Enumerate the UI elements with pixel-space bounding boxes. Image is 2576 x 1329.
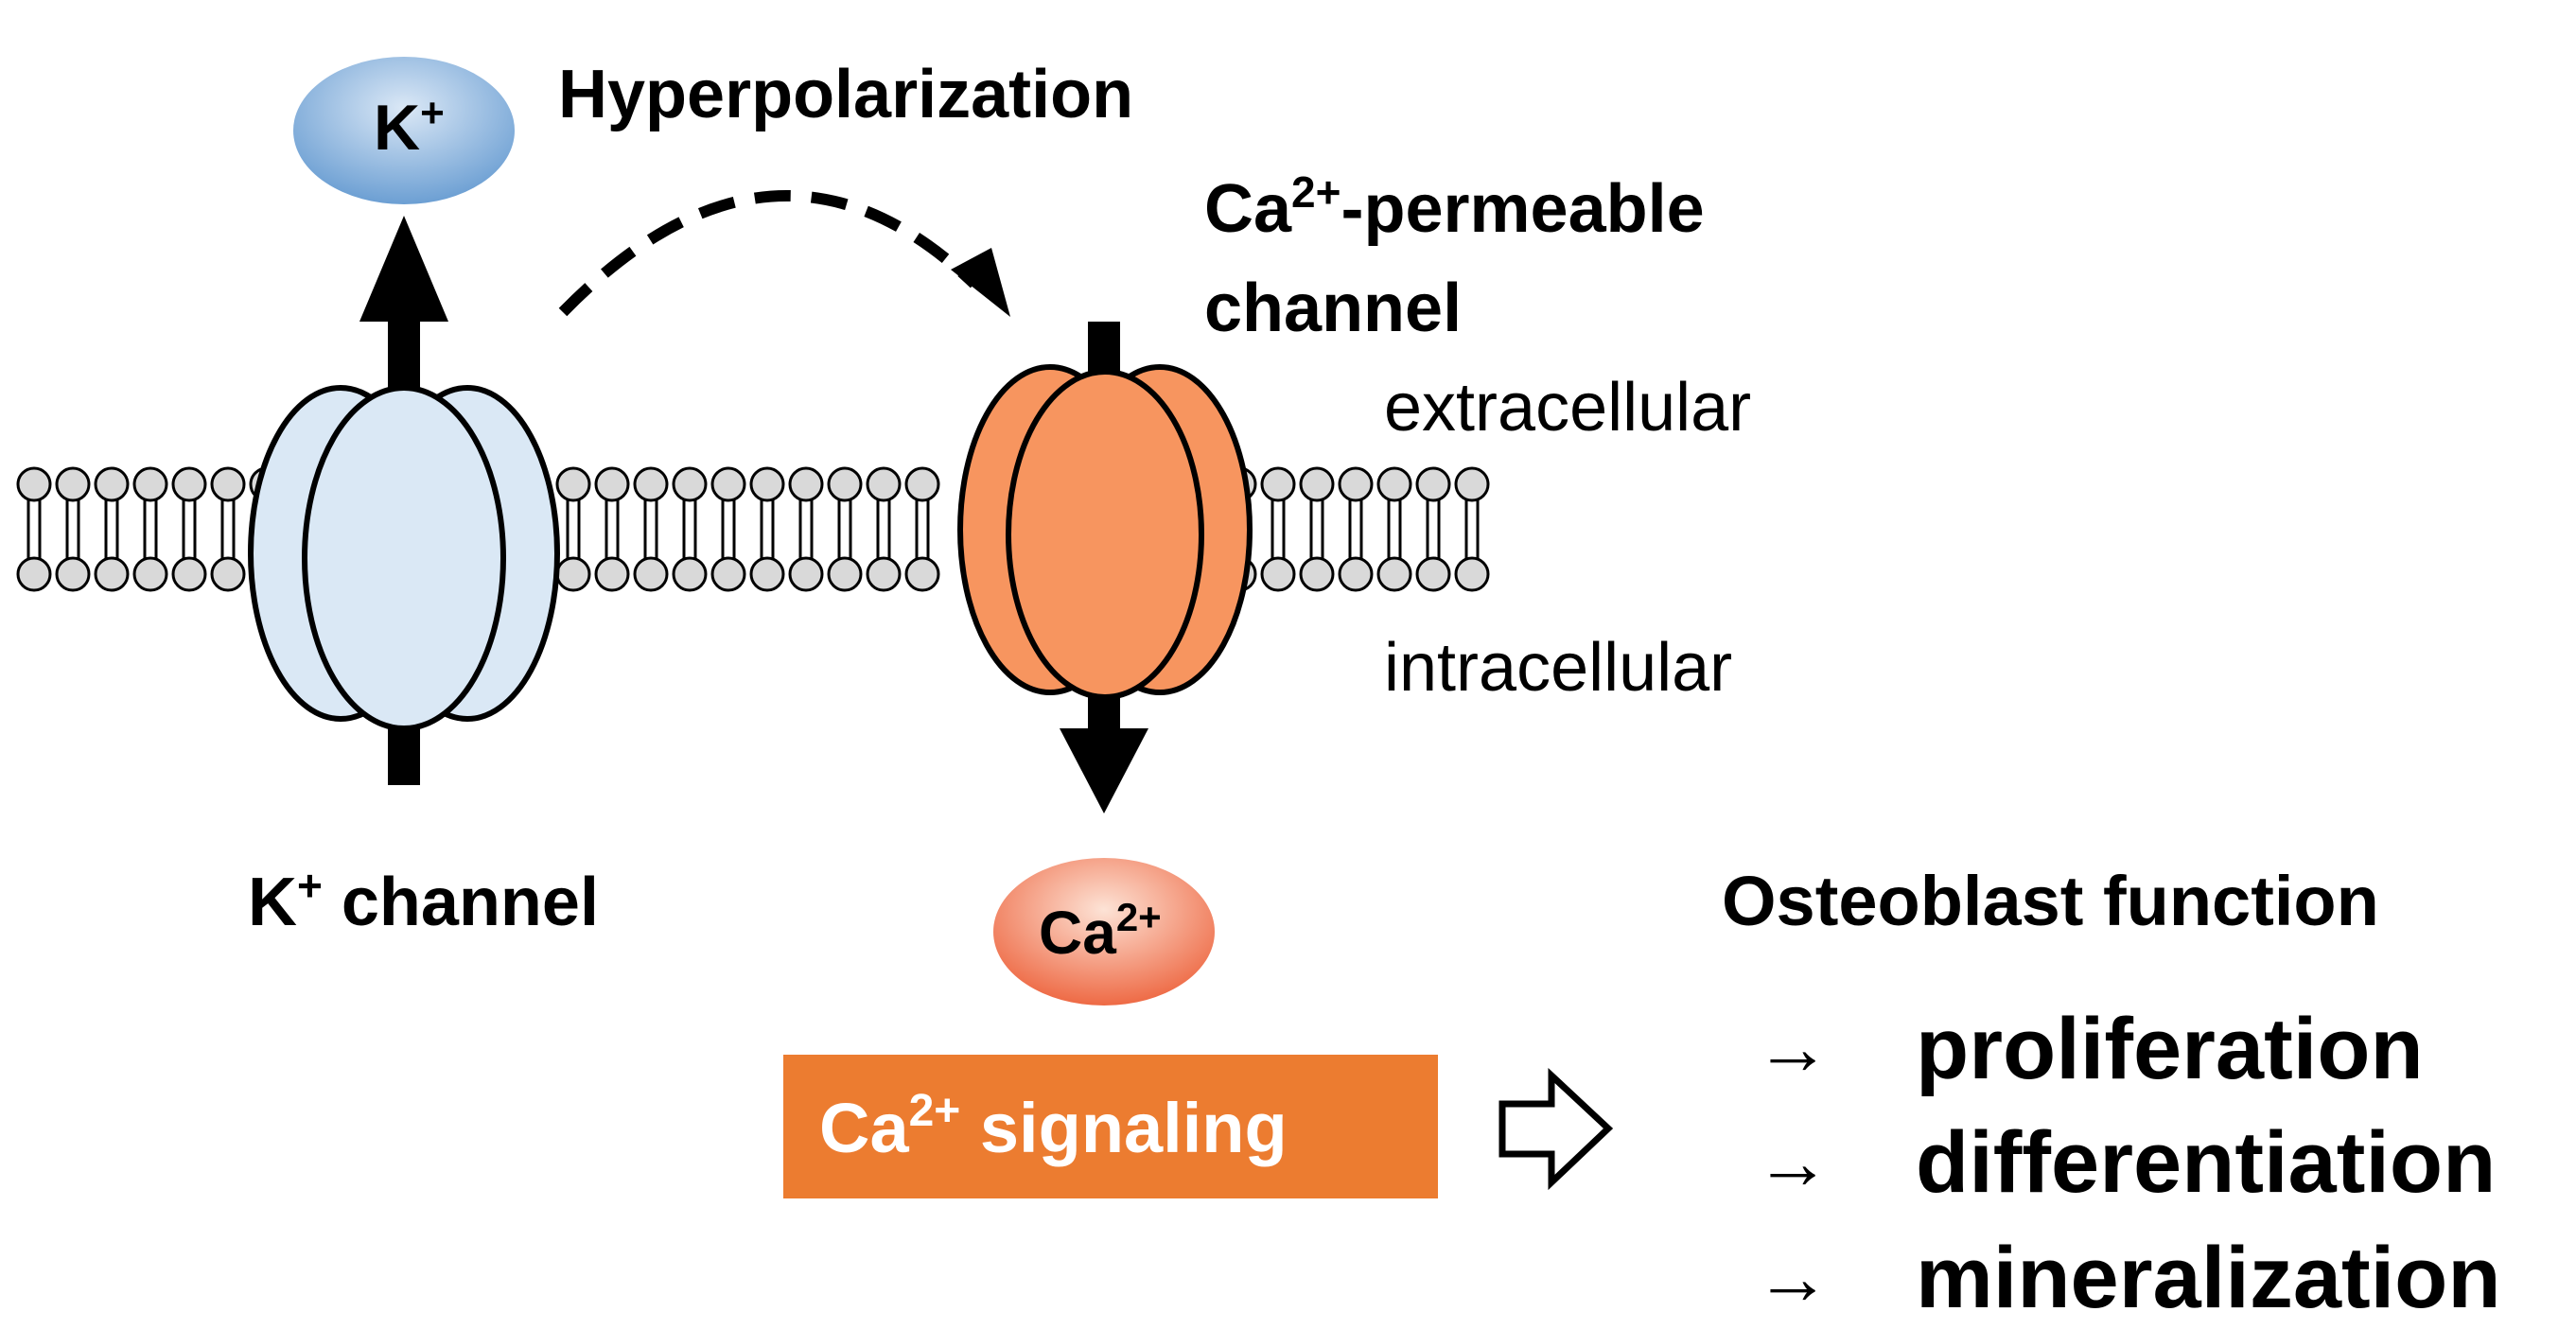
hyperpolarization-label: Hyperpolarization (558, 57, 1133, 132)
lipid-molecule (1299, 466, 1335, 592)
svg-text:K+: K+ (374, 90, 445, 164)
intracellular-label: intracellular (1384, 630, 1732, 706)
ca-permeable-channel-label: Ca2+-permeable (1204, 167, 1705, 247)
lipid-molecule (171, 466, 207, 592)
lipid-molecule (827, 466, 863, 592)
lipid-molecule (1376, 466, 1412, 592)
ca-permeable-channel-label-line2: channel (1204, 271, 1462, 346)
lipid-molecule (555, 466, 591, 592)
ca-ion-bubble: Ca2+ (993, 858, 1215, 1005)
osteoblast-function-title: Osteoblast function (1722, 862, 2379, 940)
lipid-bilayer-membrane (16, 466, 1490, 592)
lipid-molecule (16, 466, 52, 592)
lipid-molecule (1454, 466, 1490, 592)
lipid-molecule (94, 466, 130, 592)
outcome-list: → proliferation → differentiation → mine… (1755, 1001, 2501, 1326)
hollow-block-arrow (1498, 1067, 1614, 1191)
hyperpolarization-dashed-arrow (558, 189, 1010, 317)
k-channel-protein (248, 385, 560, 731)
extracellular-label: extracellular (1384, 370, 1751, 446)
ca-signaling-box: Ca2+ signaling (783, 1055, 1438, 1198)
lipid-molecule (672, 466, 708, 592)
lipid-molecule (1338, 466, 1374, 592)
lipid-molecule (749, 466, 785, 592)
outcome-arrow: → (1755, 1235, 1831, 1320)
ca-permeable-channel-protein (957, 364, 1253, 700)
lipid-molecule (633, 466, 669, 592)
outcome-mineralization: mineralization (1916, 1230, 2501, 1326)
lipid-molecule (788, 466, 824, 592)
svg-text:Ca2+ signaling: Ca2+ signaling (819, 1086, 1288, 1167)
outcome-differentiation: differentiation (1916, 1114, 2496, 1211)
lipid-molecule (594, 466, 630, 592)
lipid-molecule (710, 466, 746, 592)
outcome-arrow: → (1755, 1005, 1831, 1090)
outcome-proliferation: proliferation (1916, 1001, 2424, 1097)
lipid-molecule (1415, 466, 1451, 592)
lipid-molecule (55, 466, 91, 592)
lipid-molecule (1260, 466, 1296, 592)
outcome-arrow: → (1755, 1120, 1831, 1204)
lipid-molecule (866, 466, 902, 592)
k-ion-bubble: K+ (293, 57, 515, 204)
lipid-molecule (210, 466, 246, 592)
svg-text:Ca2+: Ca2+ (1039, 895, 1162, 967)
lipid-molecule (904, 466, 940, 592)
k-channel-label: K+ channel (248, 861, 599, 940)
lipid-molecule (132, 466, 168, 592)
